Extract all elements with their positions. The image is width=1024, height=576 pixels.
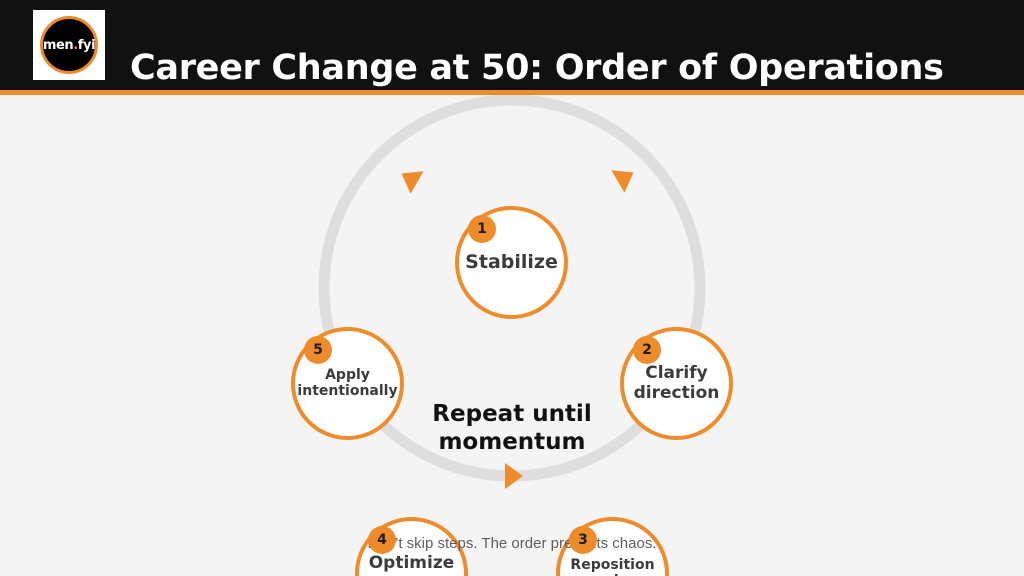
logo-text-main: men xyxy=(42,37,74,53)
header-accent-divider xyxy=(0,90,1024,95)
cycle-node-5-label: Apply intentionally xyxy=(289,366,405,399)
cycle-node-3-badge: 3 xyxy=(569,526,597,554)
cycle-node-2-label: Clarify direction xyxy=(626,364,728,402)
cycle-node-1-badge: 1 xyxy=(468,215,496,243)
cycle-node-5[interactable]: 5 Apply intentionally xyxy=(291,327,404,440)
cycle-node-3-label: Reposition experience xyxy=(561,556,664,576)
logo-wordmark: men.fyi xyxy=(42,37,96,53)
cycle-node-3-label-line2: experience xyxy=(569,573,656,576)
cycle-node-1[interactable]: 1 Stabilize xyxy=(455,206,568,319)
logo-circle-icon: men.fyi xyxy=(40,16,98,74)
header-bar: men.fyi Career Change at 50: Order of Op… xyxy=(0,0,1024,90)
footer-caption: Don’t skip steps. The order prevents cha… xyxy=(367,535,657,552)
cycle-center-caption-line1: Repeat until xyxy=(432,401,592,427)
cycle-node-3-label-line1: Reposition xyxy=(570,556,655,573)
cycle-node-2-label-line1: Clarify xyxy=(645,363,708,384)
cycle-node-2-label-line2: direction xyxy=(633,382,720,403)
logo-text-suffix: fyi xyxy=(77,37,96,53)
arrow-1-to-2-icon xyxy=(611,170,634,193)
cycle-node-2[interactable]: 2 Clarify direction xyxy=(620,327,733,440)
cycle-node-1-label-line1: Stabilize xyxy=(465,250,558,273)
cycle-node-1-label: Stabilize xyxy=(457,250,566,273)
cycle-center-caption: Repeat until momentum xyxy=(362,400,662,456)
cycle-node-5-label-line1: Apply xyxy=(325,366,370,383)
arrow-5-to-1-icon xyxy=(401,171,424,194)
cycle-node-5-label-line2: intentionally xyxy=(297,382,398,399)
cycle-node-5-badge: 5 xyxy=(304,336,332,364)
cycle-node-4-badge: 4 xyxy=(368,526,396,554)
cycle-node-4-label: Optimize resume xyxy=(361,554,463,576)
cycle-diagram: 1 Stabilize 2 Clarify direction 3 Reposi… xyxy=(0,95,1024,576)
brand-logo: men.fyi xyxy=(33,10,105,80)
cycle-node-2-badge: 2 xyxy=(633,336,661,364)
arrow-3-to-4-icon xyxy=(505,463,523,489)
logo-text-dot: . xyxy=(73,37,78,53)
cycle-center-caption-line2: momentum xyxy=(438,429,586,456)
cycle-node-4-label-line2: resume xyxy=(376,573,447,576)
cycle-node-4-label-line1: Optimize xyxy=(368,553,455,574)
page-title: Career Change at 50: Order of Operations xyxy=(130,48,944,89)
